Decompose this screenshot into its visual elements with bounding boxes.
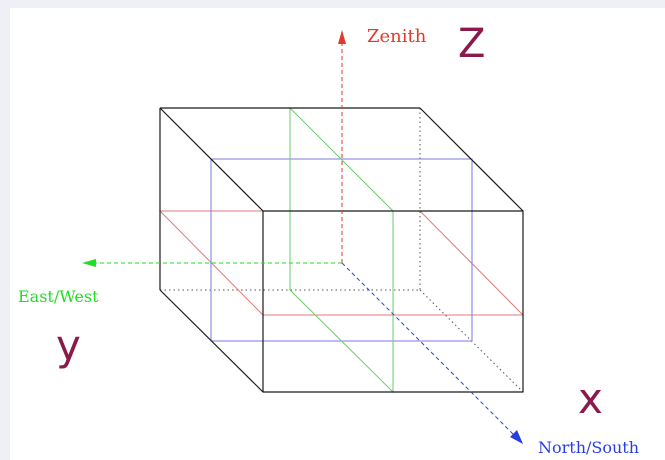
zenith-arrowhead bbox=[338, 30, 346, 44]
vertical-plane-ew bbox=[210, 158, 473, 342]
cube-front-face bbox=[262, 210, 524, 393]
north-south-arrowhead bbox=[510, 430, 523, 444]
y-axis-letter: y bbox=[56, 321, 81, 370]
zenith-label: Zenith bbox=[367, 26, 427, 47]
east-west-arrowhead bbox=[82, 259, 96, 267]
x-axis-letter: x bbox=[578, 374, 603, 423]
east-west-label: East/West bbox=[18, 287, 99, 306]
north-south-axis bbox=[341, 262, 523, 444]
north-south-label: North/South bbox=[538, 438, 639, 457]
zenith-axis bbox=[338, 30, 346, 263]
east-west-axis bbox=[82, 259, 342, 267]
diagram-panel bbox=[10, 8, 665, 460]
cube-edges bbox=[159, 107, 524, 393]
z-axis-letter: Z bbox=[458, 21, 485, 67]
